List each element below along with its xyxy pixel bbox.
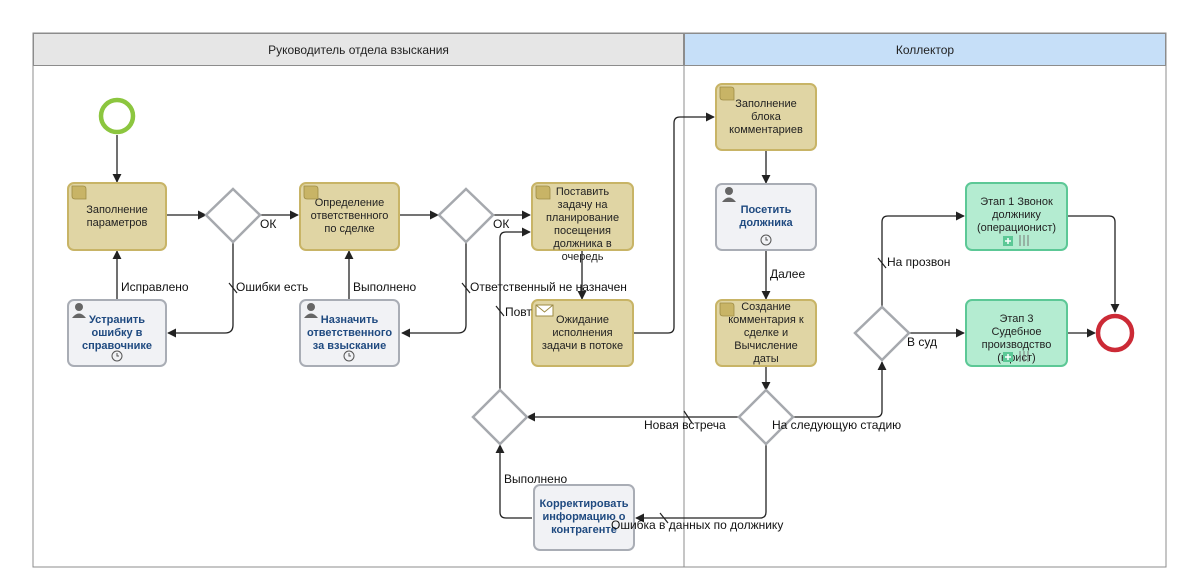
flow-gw5-to-stage1 xyxy=(881,211,965,307)
task-label: Определение ответственного по сделке xyxy=(310,197,389,235)
flow-label-done: Выполнено xyxy=(353,280,417,294)
gateway-responsible-check xyxy=(437,187,495,244)
flow-label-to-call: На прозвон xyxy=(887,255,951,269)
task-label: Этап 3 Судебное производство (юрист) xyxy=(981,313,1052,364)
script-icon xyxy=(719,86,735,101)
gateway-visit-result xyxy=(737,388,795,446)
flow-label-errors: Ошибки есть xyxy=(236,280,309,294)
flow-label-to-court: В суд xyxy=(907,335,937,349)
task-correct-info[interactable]: Корректировать информацию о контрагенте xyxy=(533,484,635,551)
task-fix-error[interactable]: Устранить ошибку в справочнике xyxy=(67,299,167,367)
task-label: Посетить должника xyxy=(739,204,793,229)
message-icon xyxy=(535,304,554,317)
task-icons-right xyxy=(719,86,1029,362)
flow-gw1-to-fix xyxy=(167,242,234,338)
task-label: Ожидание исполнения задачи в потоке xyxy=(541,313,624,352)
subprocess-plus-icon xyxy=(1003,352,1013,362)
flow-label-ok: ОК xyxy=(260,217,277,231)
task-label: Создание комментария к сделке и Вычислен… xyxy=(728,300,804,365)
flow-label-ok: ОК xyxy=(493,217,510,231)
flow-wait-to-comments xyxy=(634,112,715,334)
subprocess-plus-icon xyxy=(1003,236,1013,246)
flow-stage1-to-end xyxy=(1068,215,1120,313)
clock-icon xyxy=(760,234,772,246)
flow-gw2-to-assign xyxy=(401,242,467,338)
flow-label-new-meeting: Новая встреча xyxy=(644,418,726,432)
flow-label-next-stage: На следующую стадию xyxy=(772,418,902,432)
task-stage3-court[interactable]: Этап 3 Судебное производство (юрист) xyxy=(965,299,1068,367)
flow-gw3-to-plan xyxy=(499,227,531,390)
end-event xyxy=(1095,313,1135,353)
lane-header-collector: Коллектор xyxy=(684,33,1166,66)
task-label: Устранить ошибку в справочнике xyxy=(81,313,153,352)
user-icon xyxy=(72,303,86,318)
start-event xyxy=(98,97,136,135)
flow-label-next: Далее xyxy=(770,267,806,281)
gateway-params-check xyxy=(204,187,262,244)
flow-correct-to-gw3 xyxy=(495,444,532,519)
clock-icon xyxy=(111,350,123,362)
lane-header-manager: Руководитель отдела взыскания xyxy=(33,33,684,66)
script-icon xyxy=(535,185,551,200)
multi-instance-icon xyxy=(1019,351,1029,362)
flow-gw4-to-correct xyxy=(635,444,767,523)
flow-label-fixed: Исправлено xyxy=(121,280,189,294)
user-icon xyxy=(722,187,736,202)
script-icon xyxy=(71,185,87,200)
user-icon xyxy=(304,303,318,318)
script-icon xyxy=(719,302,735,317)
flow-label-done: Выполнено xyxy=(504,472,568,486)
flow-gw4-to-gw5 xyxy=(793,361,887,418)
script-icon xyxy=(303,185,319,200)
clock-icon xyxy=(343,350,355,362)
flow-label-repeat: Повт xyxy=(505,305,532,319)
task-label: Назначить ответственного за взыскание xyxy=(306,313,393,352)
gateway-merge xyxy=(471,388,529,446)
gateway-stage-choice xyxy=(853,305,911,362)
task-label: Корректировать информацию о контрагенте xyxy=(539,498,629,536)
flow-label-data-error: Ошибка в данных по должнику xyxy=(611,518,784,532)
task-label: Этап 1 Звонок должнику (операционист) xyxy=(976,196,1057,234)
task-icons xyxy=(71,185,554,362)
multi-instance-icon xyxy=(1019,235,1029,246)
task-label: Заполнение блока комментариев xyxy=(729,97,803,136)
task-label: Поставить задачу на планирование посещен… xyxy=(545,186,620,263)
flow-label-not-assigned: Ответственный не назначен xyxy=(470,280,627,294)
task-label: Заполнение параметров xyxy=(86,203,148,229)
task-stage1-call[interactable]: Этап 1 Звонок должнику (операционист) xyxy=(965,182,1068,251)
